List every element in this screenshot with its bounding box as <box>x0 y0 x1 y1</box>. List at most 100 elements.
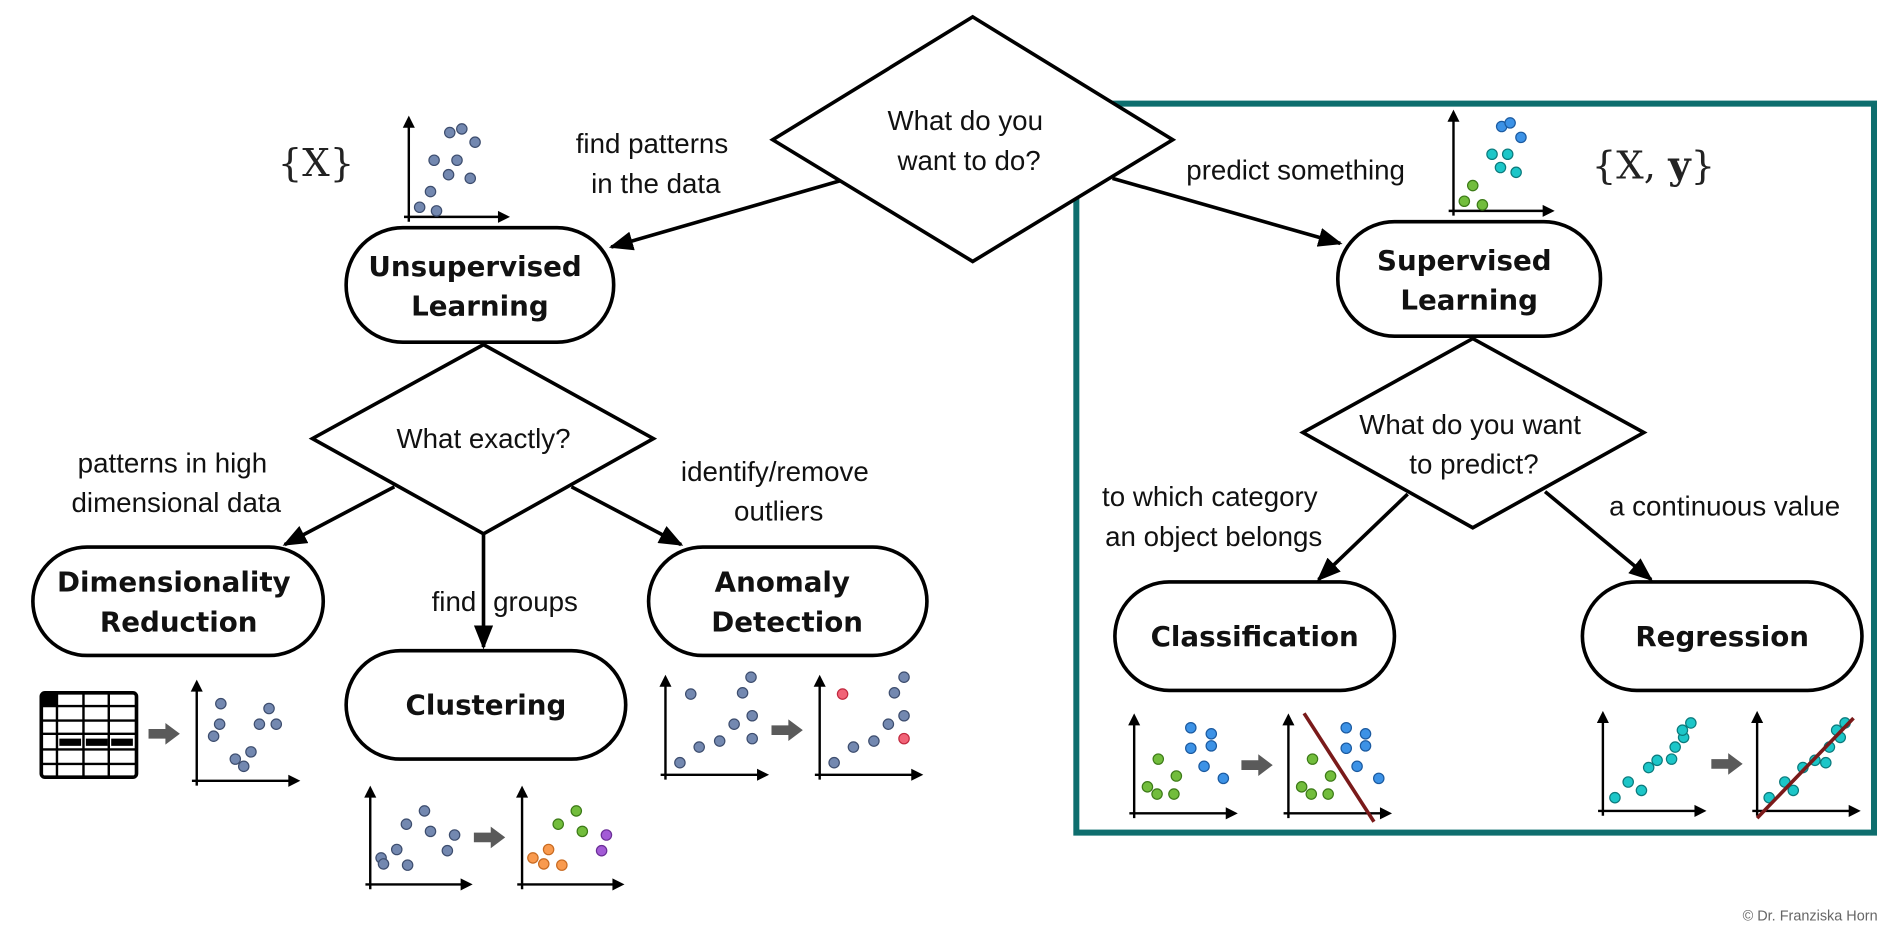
scatter-point <box>377 858 390 870</box>
dimensionality-reduction-label: Dimensionality Reduction <box>57 566 300 639</box>
scatter-point <box>1359 728 1372 740</box>
scatter-point <box>1763 791 1775 804</box>
scatter-point <box>556 859 568 871</box>
scatter-point <box>1351 760 1363 773</box>
edge-label-which-category: to which category an object belongs <box>1102 481 1325 552</box>
classification-label: Classification <box>1151 620 1359 653</box>
scatter-point <box>1486 148 1498 161</box>
data-table-icon <box>39 691 139 779</box>
regression-before-plot <box>1596 710 1707 817</box>
scatter-point <box>1622 776 1634 788</box>
edge-label-groups: groups <box>493 586 578 617</box>
clustering-after-plot <box>516 785 625 891</box>
dimensionality-reduction-node[interactable] <box>31 545 326 658</box>
edge-label-predict-something: predict something <box>1186 155 1405 186</box>
table-selected-cell <box>111 738 133 746</box>
scatter-point <box>898 709 910 722</box>
anomaly-detection-node[interactable] <box>646 545 929 658</box>
scatter-point <box>746 709 758 722</box>
scatter-point <box>1642 761 1655 774</box>
scatter-point <box>898 732 910 745</box>
scatter-point <box>464 172 477 185</box>
y-axis-arrow-icon <box>659 674 672 687</box>
y-axis-arrow-icon <box>1751 710 1764 723</box>
scatter-point <box>442 168 455 181</box>
transform-arrow-icon <box>1711 753 1743 775</box>
supervised-learning-node[interactable] <box>1335 219 1603 338</box>
edge-label-high-dimensional: patterns in high dimensional data <box>72 447 282 518</box>
scatter-point <box>207 730 220 742</box>
scatter-point <box>1476 199 1489 211</box>
scatter-point <box>595 844 608 857</box>
scatter-point <box>552 818 565 830</box>
scatter-point <box>828 756 840 769</box>
edge-label-find: find <box>432 586 477 617</box>
scatter-point <box>400 818 413 830</box>
scatter-point <box>237 760 250 773</box>
table-selected-cell <box>85 738 108 746</box>
scatter-point <box>1359 740 1372 752</box>
regression-node[interactable] <box>1580 580 1864 693</box>
scatter-point <box>1676 724 1689 736</box>
edge-root-to-supervised <box>1111 176 1343 247</box>
scatter-point <box>1340 721 1353 734</box>
x-axis-arrow-icon <box>1694 804 1707 817</box>
scatter-point <box>576 825 589 838</box>
scatter-point <box>418 805 431 817</box>
scatter-point <box>1494 161 1507 174</box>
scatter-point <box>1185 742 1197 755</box>
scatter-point <box>1504 117 1516 129</box>
scatter-point <box>898 671 910 683</box>
scatter-point <box>746 732 758 745</box>
unsupervised-data-notation: {X} <box>278 141 355 186</box>
scatter-point <box>1458 195 1471 208</box>
scatter-point <box>1510 166 1522 179</box>
clustering-node[interactable] <box>344 648 628 761</box>
supervised-learning-label: Supervised Learning <box>1377 244 1561 317</box>
scatter-point <box>736 687 749 699</box>
scatter-point <box>882 718 895 730</box>
x-axis-arrow-icon <box>288 774 301 787</box>
scatter-point <box>229 753 242 765</box>
scatter-point <box>215 697 227 710</box>
scatter-point <box>469 136 481 148</box>
anomaly-detection-label: Anomaly Detection <box>711 566 863 639</box>
unsupervised-learning-node[interactable] <box>344 225 616 345</box>
y-axis-arrow-icon <box>813 674 826 687</box>
scatter-point <box>1651 754 1663 767</box>
scatter-point <box>1198 760 1210 773</box>
edge-label-find-patterns: find patterns in the data <box>576 128 736 199</box>
scatter-point <box>1340 742 1353 755</box>
transform-arrow-icon <box>473 826 506 849</box>
transform-arrow-icon <box>1241 754 1273 776</box>
scatter-point <box>1820 756 1832 769</box>
scatter-point <box>390 843 403 856</box>
scatter-point <box>1372 772 1385 785</box>
scatter-point <box>836 688 849 700</box>
edge-to-dim-reduction <box>282 485 396 547</box>
scatter-point <box>868 735 880 747</box>
scatter-point <box>693 741 705 753</box>
x-axis-arrow-icon <box>497 210 511 223</box>
y-axis-arrow-icon <box>516 785 529 798</box>
scatter-point <box>1295 781 1308 793</box>
scatter-point <box>1501 148 1514 161</box>
edge-root-to-unsupervised <box>608 179 841 251</box>
scatter-point <box>674 756 686 769</box>
supervised-data-notation: {X, y} <box>1592 143 1715 188</box>
scatter-point <box>1635 784 1648 797</box>
decision-boundary-line <box>1302 712 1376 823</box>
classification-node[interactable] <box>1113 580 1397 693</box>
scatter-point <box>847 741 860 753</box>
scatter-point <box>213 718 226 730</box>
scatter-point <box>263 702 275 715</box>
table-header-cell <box>41 692 57 707</box>
y-axis-arrow-icon <box>1128 713 1141 726</box>
y-axis-arrow-icon <box>402 115 415 128</box>
scatter-point <box>1515 131 1527 144</box>
scatter-point <box>600 829 613 841</box>
x-axis-arrow-icon <box>460 878 473 891</box>
scatter-point <box>1665 753 1678 765</box>
x-axis-arrow-icon <box>612 878 625 891</box>
